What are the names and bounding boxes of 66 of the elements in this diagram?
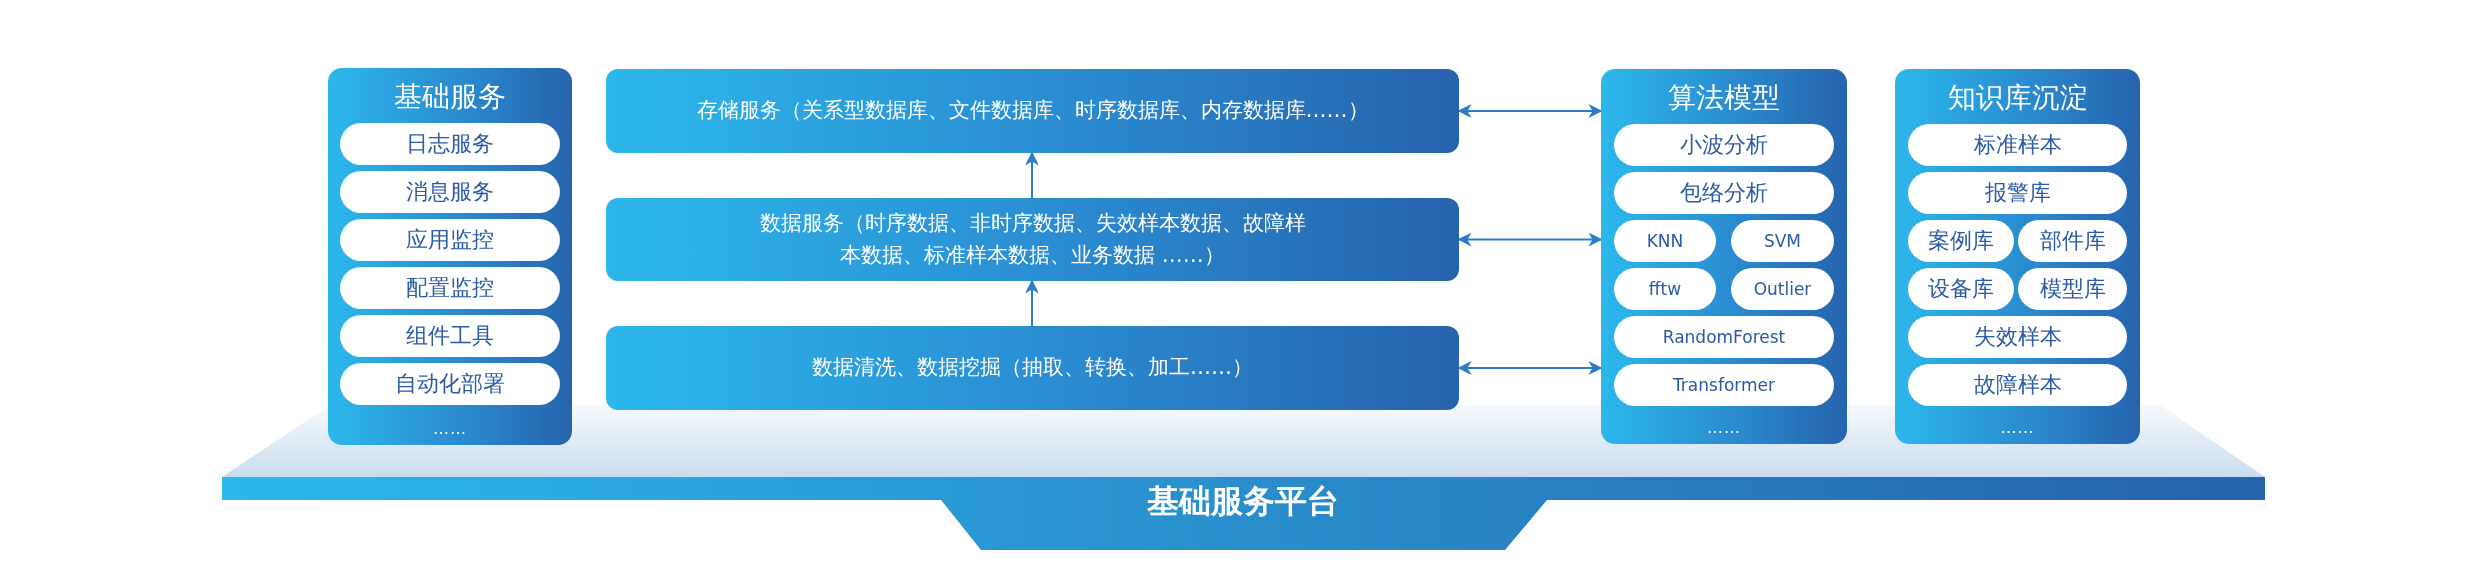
item-pill — [1614, 364, 1834, 406]
pill-text: 案例库 — [1928, 227, 1994, 255]
box-text: 数据服务（时序数据、非时序数据、失效样本数据、故障样本数据、标准样本数据、业务数据 ……） — [758, 210, 1307, 269]
pill-text: 报警库 — [1984, 179, 2051, 207]
pill-text: 设备库 — [1928, 275, 1994, 303]
box-text: 数据清洗、数据挖掘（抽取、转换、加工……） — [812, 354, 1253, 382]
item-pill — [340, 267, 560, 309]
item-pill — [1614, 172, 1834, 214]
panel-title: 知识库沉淀 — [1946, 81, 2089, 115]
item-pill — [1908, 220, 2014, 262]
pill-text: 标准样本 — [1973, 131, 2062, 159]
arrow — [1025, 151, 1039, 199]
pill-text: Transformer — [1673, 375, 1775, 395]
service-panel — [328, 68, 572, 445]
item-pill — [2018, 220, 2127, 262]
panel-title: 基础服务 — [393, 80, 507, 114]
pill-text: RandomForest — [1662, 327, 1786, 347]
double-arrow — [1457, 232, 1603, 247]
item-pill — [340, 363, 560, 405]
service-box — [606, 69, 1459, 153]
item-pill — [340, 315, 560, 357]
item-pill — [1614, 268, 1716, 310]
pill-text: KNN — [1646, 231, 1684, 251]
pill-text: SVM — [1763, 231, 1802, 251]
item-pill — [1731, 220, 1834, 262]
item-pill — [1731, 268, 1834, 310]
platform-banner — [222, 477, 2265, 550]
item-pill — [1614, 316, 1834, 358]
pill-text: Outlier — [1753, 279, 1812, 299]
item-pill — [2018, 268, 2127, 310]
item-pill — [340, 123, 560, 165]
pill-text: 故障样本 — [1973, 371, 2062, 399]
item-pill — [1614, 124, 1834, 166]
ellipsis-text: …… — [1706, 420, 1742, 436]
pill-text: 自动化部署 — [395, 370, 505, 398]
item-pill — [340, 219, 560, 261]
pill-text: 模型库 — [2039, 275, 2106, 303]
pill-text: 包络分析 — [1680, 179, 1768, 207]
pill-text: 日志服务 — [406, 130, 494, 158]
service-box — [606, 326, 1459, 410]
arrow — [1025, 279, 1039, 327]
item-pill — [1908, 268, 2014, 310]
ellipsis-text: …… — [1999, 420, 2036, 436]
panel-title: 算法模型 — [1667, 81, 1781, 115]
item-pill — [1908, 124, 2127, 166]
platform-title: 基础服务平台 — [1146, 481, 1340, 522]
double-arrow — [1457, 104, 1603, 118]
ellipsis-text: …… — [432, 421, 468, 437]
double-arrow — [1457, 361, 1603, 375]
item-pill — [1908, 364, 2127, 406]
pill-text: 组件工具 — [406, 322, 494, 350]
pill-text: 应用监控 — [406, 226, 494, 254]
service-panel — [1895, 69, 2140, 444]
pill-text: 消息服务 — [406, 178, 494, 206]
box-text: 存储服务（关系型数据库、文件数据库、时序数据库、内存数据库……） — [696, 97, 1369, 125]
pill-text: 配置监控 — [406, 274, 494, 302]
pill-text: 部件库 — [2039, 227, 2106, 255]
service-box — [606, 198, 1459, 281]
pill-text: fftw — [1648, 279, 1682, 299]
service-panel — [1601, 69, 1847, 444]
pill-text: 小波分析 — [1680, 131, 1768, 159]
item-pill — [1908, 316, 2127, 358]
item-pill — [340, 171, 560, 213]
item-pill — [1908, 172, 2127, 214]
pill-text: 失效样本 — [1973, 323, 2062, 351]
item-pill — [1614, 220, 1716, 262]
